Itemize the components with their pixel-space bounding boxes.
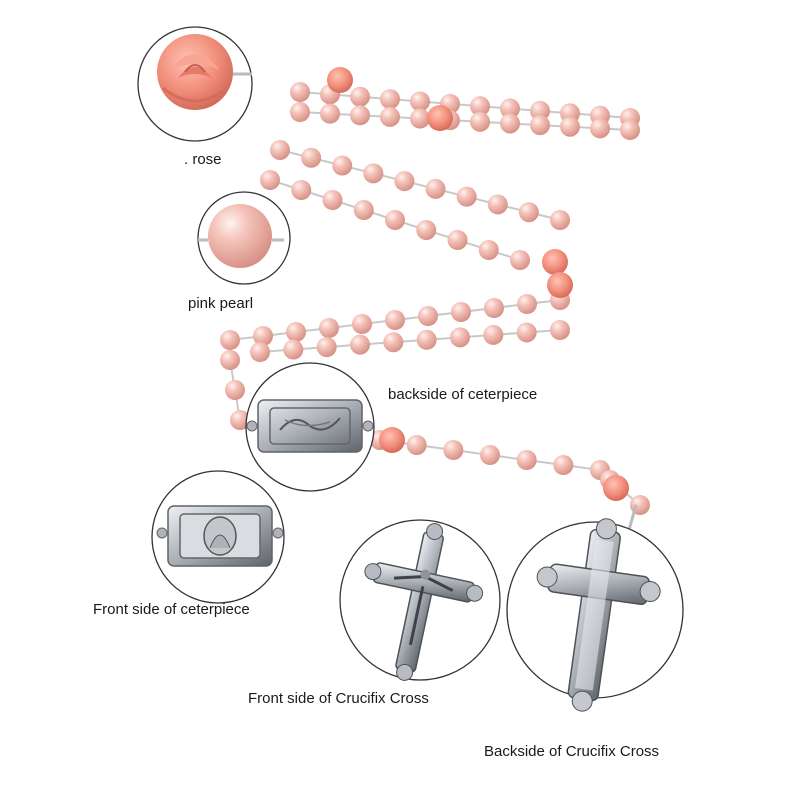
pearl-bead: [322, 190, 343, 210]
pearl-bead: [394, 171, 415, 192]
label-front-crucifix: Front side of Crucifix Cross: [248, 690, 429, 707]
pearl-bead: [410, 108, 430, 129]
pearl-bead: [500, 113, 520, 134]
crucifix-back-detail: [536, 518, 661, 712]
pearl-bead: [410, 91, 430, 112]
pearl-bead: [380, 89, 400, 110]
pearl-bead: [220, 350, 240, 370]
pearl-bead: [456, 186, 477, 207]
pearl-bead: [451, 302, 471, 322]
pearl-bead: [553, 455, 574, 475]
pearl-bead: [363, 163, 384, 184]
pearl-bead: [425, 178, 446, 199]
pearl-detail-circle: [197, 191, 291, 285]
pearl-bead: [443, 440, 464, 460]
crucifix-back-detail-circle: [506, 518, 684, 712]
pearl-bead: [316, 337, 337, 358]
pearl-bead: [290, 82, 310, 102]
pearl-bead: [383, 332, 404, 353]
chain-segment: [279, 149, 561, 221]
pearl-bead: [290, 102, 310, 122]
pearl-bead: [260, 170, 280, 190]
pearl-bead: [500, 98, 520, 119]
crucifix-front-detail: [364, 523, 484, 681]
pearl-bead: [380, 106, 400, 127]
pearl-bead: [620, 120, 640, 140]
pearl-bead: [301, 147, 322, 168]
label-back-crucifix: Backside of Crucifix Cross: [484, 743, 660, 760]
centerpiece-back-detail-circle: [245, 362, 375, 492]
label-rose: . rose: [184, 151, 222, 168]
pearl-bead: [250, 342, 270, 362]
centerpiece-front-detail-circle: [151, 470, 285, 604]
pearl-bead: [283, 339, 304, 360]
pearl-bead: [487, 194, 508, 215]
pearl-bead: [286, 322, 306, 342]
pearl-bead: [530, 115, 550, 136]
pearl-bead: [418, 306, 438, 326]
rose-bead: [547, 272, 573, 298]
rose-bead: [379, 427, 405, 453]
pearl-bead: [350, 105, 370, 126]
crucifix-front-detail-circle: [339, 519, 501, 681]
pearl-bead: [530, 100, 550, 121]
label-backside-centerpiece: backside of ceterpiece: [388, 386, 538, 403]
pearl-bead: [350, 334, 370, 355]
pearl-bead: [518, 202, 539, 223]
rose-bead: [603, 475, 629, 501]
pearl-bead: [385, 310, 405, 330]
pearl-bead: [352, 314, 372, 334]
pearl-bead: [450, 327, 470, 348]
chain-segment: [259, 329, 561, 353]
pearl-bead: [320, 103, 340, 124]
pearl-bead: [332, 155, 353, 176]
pearl-bead: [270, 140, 290, 160]
rose-bead: [327, 67, 353, 93]
pearl-bead: [560, 116, 580, 137]
pearl-bead: [470, 111, 490, 132]
pearl-bead: [385, 210, 405, 230]
pearl-bead: [406, 435, 427, 455]
label-front-centerpiece: Front side of ceterpiece: [93, 601, 250, 618]
pearl-bead: [590, 118, 610, 139]
pearl-bead: [225, 380, 245, 400]
pearl-bead: [416, 329, 437, 350]
pearl-bead: [478, 240, 499, 260]
pearl-bead: [483, 324, 504, 345]
centerpiece-front-detail: [156, 505, 284, 567]
pearl-bead: [550, 320, 570, 340]
pearl-bead: [484, 298, 504, 318]
pearl-bead: [517, 294, 537, 314]
pearl-bead: [350, 86, 370, 107]
rose-bead: [542, 249, 568, 275]
rose-bead: [427, 105, 453, 131]
label-pink-pearl: pink pearl: [188, 295, 254, 312]
rosary-beads: [220, 67, 650, 515]
pearl-bead: [291, 180, 312, 200]
pearl-bead: [550, 210, 570, 230]
rose-detail-circle: [137, 26, 253, 142]
pearl-bead: [516, 322, 537, 343]
pearl-bead: [416, 220, 437, 240]
pearl-bead: [353, 200, 374, 220]
pink-pearl-detail: [208, 204, 272, 268]
pearl-bead: [319, 318, 339, 338]
pearl-bead: [470, 96, 490, 117]
rose-bead-detail: [157, 34, 233, 110]
pearl-bead: [253, 326, 273, 346]
pearl-bead: [480, 445, 500, 465]
pearl-bead: [510, 250, 530, 270]
pearl-bead: [447, 230, 468, 250]
pearl-bead: [220, 330, 240, 350]
pearl-bead: [230, 410, 250, 430]
pearl-bead: [516, 450, 537, 470]
centerpiece-back-detail: [246, 399, 374, 453]
